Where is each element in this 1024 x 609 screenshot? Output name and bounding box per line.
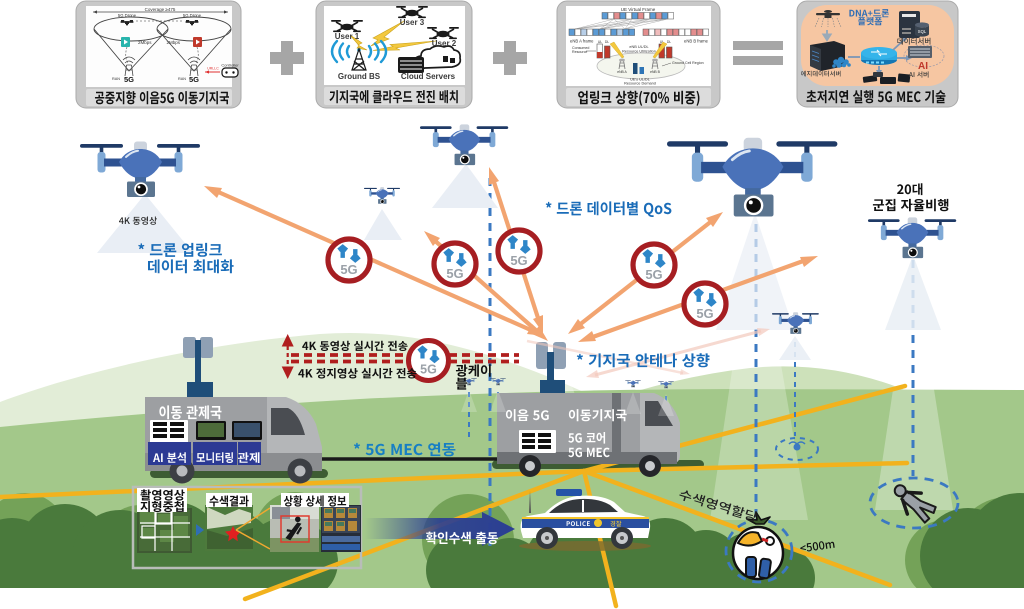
svg-text:5G Drone: 5G Drone (183, 13, 202, 18)
svg-text:eNB A: eNB A (617, 70, 627, 74)
svg-text:AI: AI (918, 61, 928, 72)
svg-text:5G: 5G (340, 262, 357, 277)
svg-text:2Mbps: 2Mbps (166, 40, 180, 45)
svg-text:SQL: SQL (918, 29, 927, 34)
svg-text:RAN: RAN (112, 77, 120, 81)
svg-text:User 1: User 1 (335, 32, 360, 41)
svg-text:DL: DL (605, 40, 609, 44)
svg-text:UL: UL (598, 40, 602, 44)
svg-text:Coverage ≥475: Coverage ≥475 (145, 7, 176, 12)
svg-text:Cloud Servers: Cloud Servers (401, 72, 456, 81)
svg-text:UE's UL/DL: UE's UL/DL (630, 78, 650, 82)
svg-text:User 3: User 3 (400, 18, 425, 27)
svg-text:RAN: RAN (178, 77, 186, 81)
svg-text:5G: 5G (420, 363, 437, 377)
svg-text:Resource Demand: Resource Demand (624, 82, 656, 86)
svg-text:5G Drone: 5G Drone (118, 13, 137, 18)
svg-text:5G: 5G (510, 253, 527, 268)
svg-text:5G: 5G (446, 266, 463, 281)
svg-text:Controller: Controller (221, 63, 239, 68)
svg-text:URLLC: URLLC (207, 67, 219, 71)
svg-text:eNB UL/DL: eNB UL/DL (629, 45, 648, 49)
svg-text:2Mbps: 2Mbps (138, 40, 152, 45)
svg-text:5G: 5G (124, 75, 134, 84)
svg-text:User 2: User 2 (432, 39, 457, 48)
svg-text:UL: UL (660, 40, 664, 44)
svg-text:Resource Utilization: Resource Utilization (622, 49, 656, 53)
svg-text:Resource: Resource (572, 50, 587, 54)
svg-text:Ground BS: Ground BS (338, 72, 381, 81)
svg-text:5G: 5G (189, 75, 199, 84)
svg-text:eNB A frame: eNB A frame (570, 39, 594, 44)
svg-text:5G: 5G (696, 306, 713, 321)
svg-text:UE Virtual Frame: UE Virtual Frame (621, 7, 656, 12)
svg-text:5G: 5G (645, 267, 662, 282)
svg-text:eNB B frame: eNB B frame (684, 39, 709, 44)
svg-text:Ground Cell Region: Ground Cell Region (672, 61, 704, 65)
svg-text:eNB B: eNB B (650, 70, 661, 74)
svg-text:Consumed: Consumed (572, 46, 589, 50)
svg-text:DL: DL (667, 40, 671, 44)
